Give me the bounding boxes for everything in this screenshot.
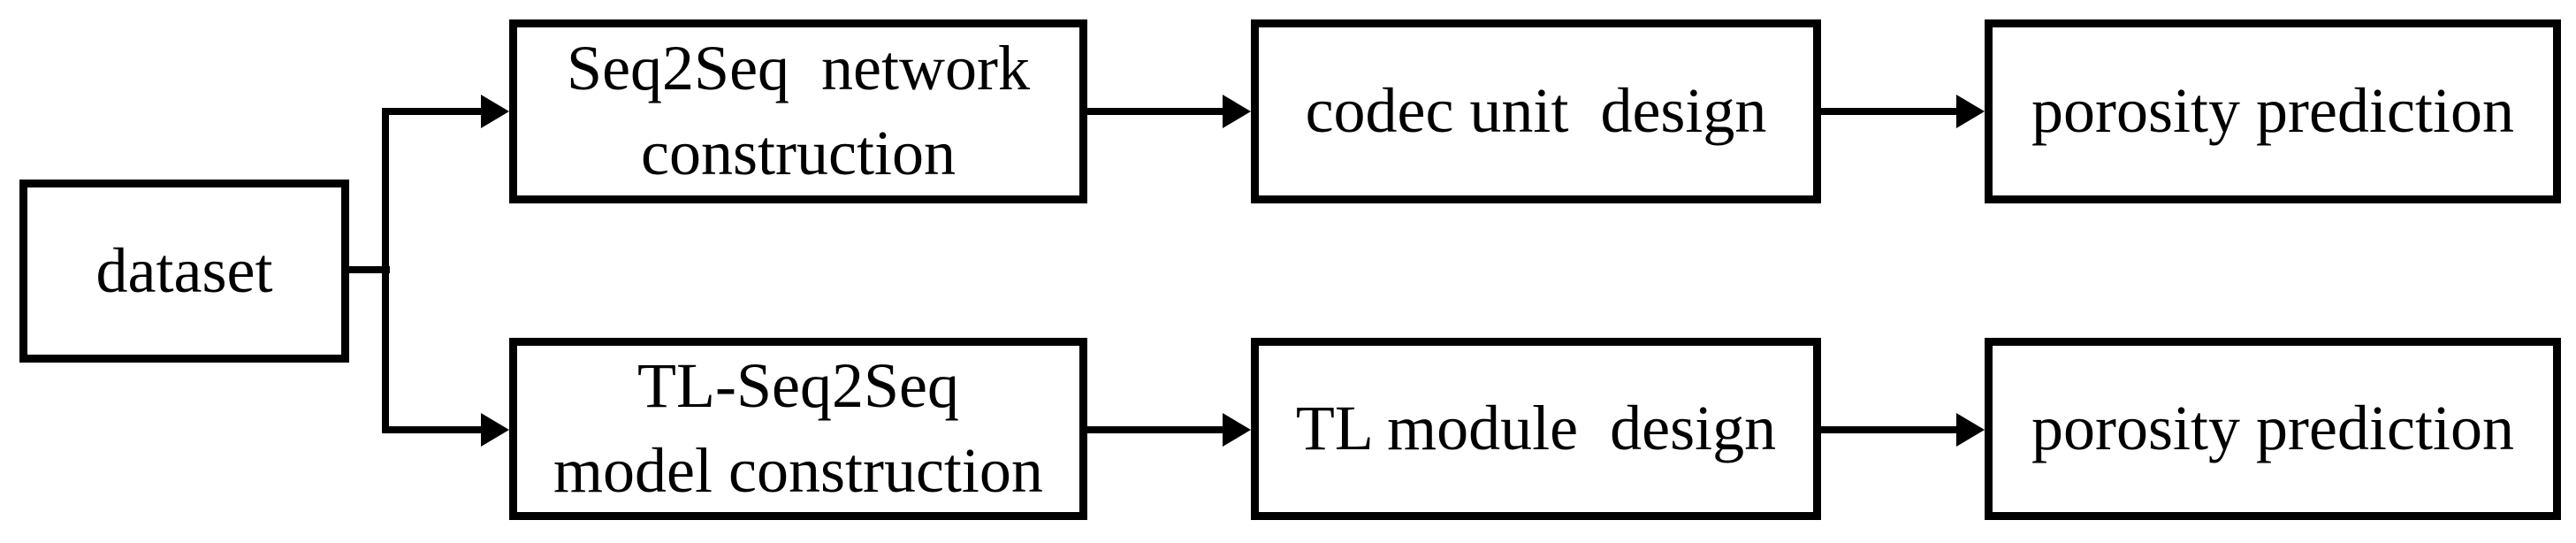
node-tl-module-design: TL module design	[1251, 338, 1821, 520]
node-tlmodule-label: TL module design	[1295, 393, 1777, 464]
node-codec-label: codec unit design	[1305, 75, 1767, 147]
node-porosity-top-label: porosity prediction	[2031, 75, 2514, 147]
node-tlseq2seq-label: TL-Seq2Seq model construction	[553, 350, 1043, 506]
node-dataset: dataset	[19, 180, 349, 363]
connector-tlseq2seq-to-tlmodule	[1084, 426, 1223, 433]
node-seq2seq-label: Seq2Seq network construction	[567, 33, 1030, 188]
node-tl-seq2seq-model-construction: TL-Seq2Seq model construction	[509, 338, 1087, 520]
node-codec-unit-design: codec unit design	[1251, 19, 1821, 203]
node-porosity-prediction-bottom: porosity prediction	[1985, 338, 2561, 520]
node-seq2seq-network-construction: Seq2Seq network construction	[509, 19, 1087, 203]
arrowhead-into-porosity-top-box	[1956, 95, 1985, 128]
arrowhead-into-tlseq2seq-box	[481, 413, 509, 447]
arrowhead-into-tlmodule-box	[1223, 413, 1251, 447]
node-dataset-label: dataset	[95, 234, 273, 306]
connector-tlmodule-to-porosity	[1818, 426, 1956, 433]
connector-dataset-stub	[347, 266, 390, 273]
connector-seq2seq-to-codec	[1084, 108, 1223, 115]
connector-bottom-branch	[382, 426, 481, 433]
arrowhead-into-seq2seq-box	[481, 95, 509, 128]
arrowhead-into-porosity-bottom-box	[1956, 413, 1985, 447]
connector-codec-to-porosity	[1818, 108, 1956, 115]
node-porosity-bottom-label: porosity prediction	[2031, 393, 2514, 464]
connector-top-branch	[382, 108, 481, 115]
connector-branch-vertical	[382, 108, 389, 433]
arrowhead-into-codec-box	[1223, 95, 1251, 128]
node-porosity-prediction-top: porosity prediction	[1985, 19, 2561, 203]
